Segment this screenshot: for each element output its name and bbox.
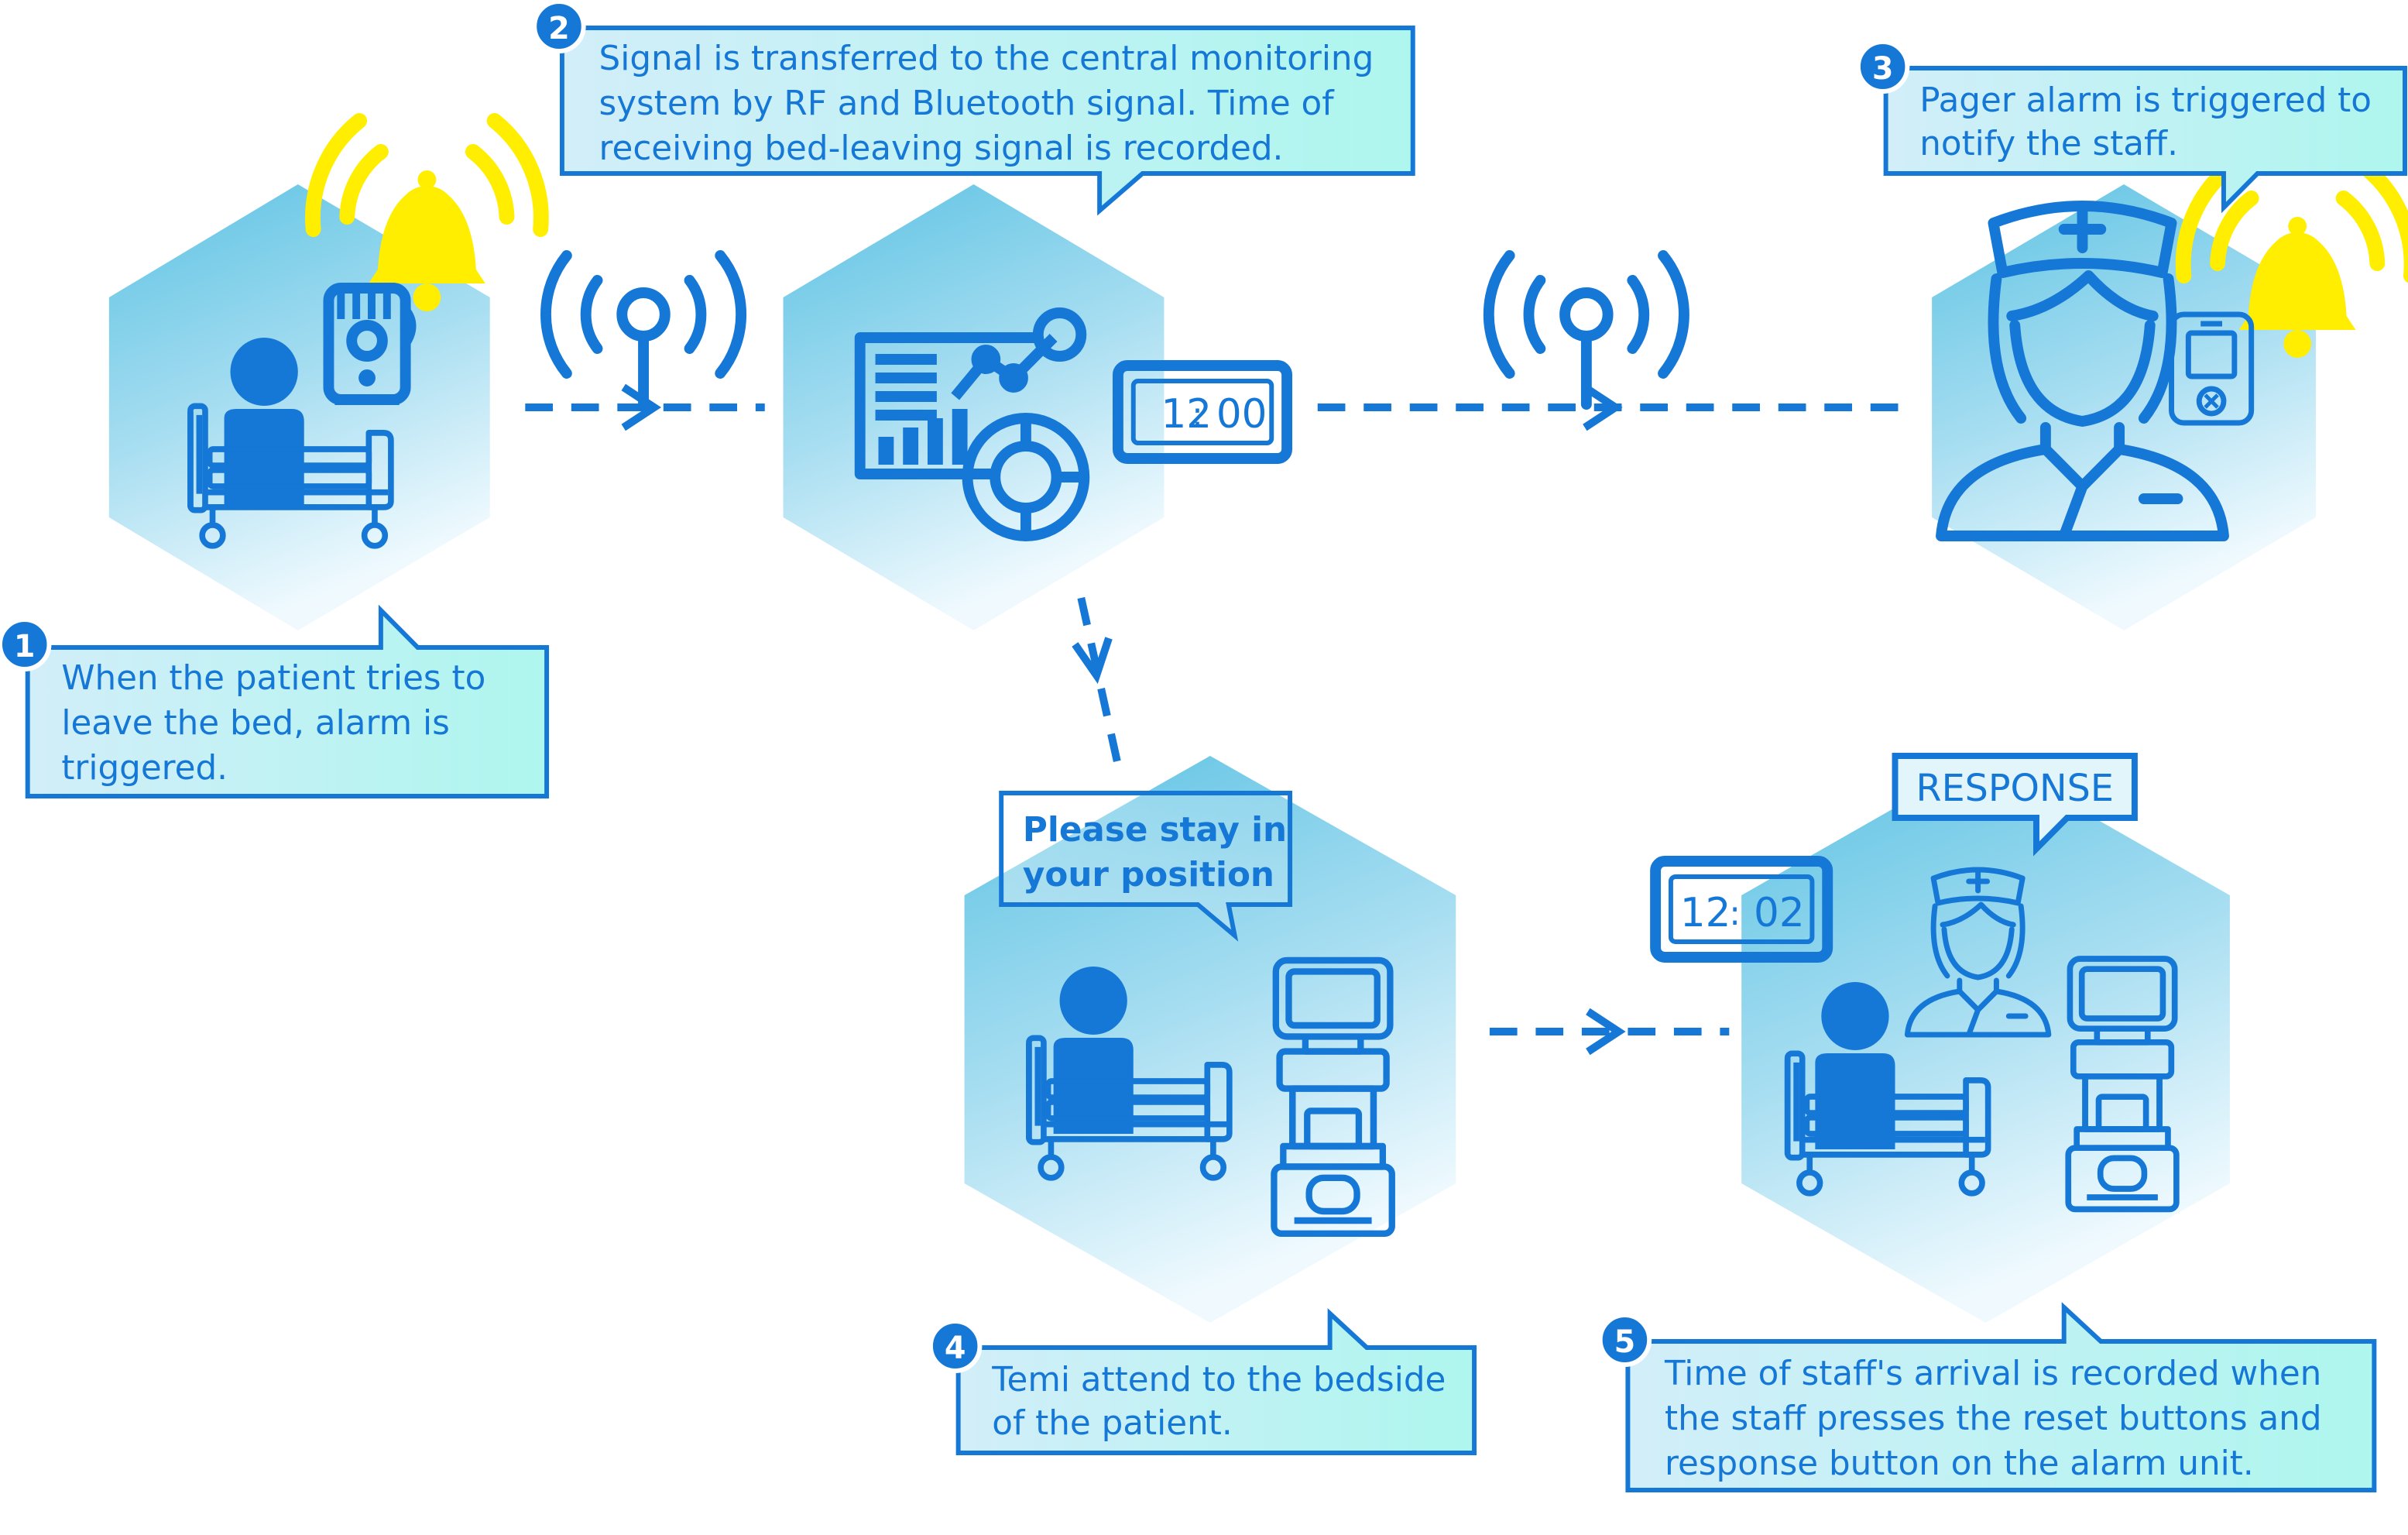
- svg-text:When the patient tries to: When the patient tries to leave the bed,…: [61, 658, 496, 788]
- step-1-text-line-2: leave the bed, alarm is: [61, 703, 449, 743]
- step-3-badge: [1855, 39, 1910, 94]
- response-bubble: RESPONSE: [1892, 753, 2138, 857]
- patient-icon: [1815, 982, 1895, 1149]
- hexagon-step-2: [783, 184, 1165, 630]
- hexagon-step-1: [108, 184, 490, 630]
- step-5-number: 5: [1614, 1324, 1636, 1360]
- clock-minutes: 00: [1216, 391, 1267, 438]
- svg-text:Signal is transferred to the c: Signal is transferred to the central mon…: [599, 39, 1385, 168]
- svg-text:Temi attend to the bedside: Temi attend to the bedside of the patien…: [991, 1360, 1456, 1443]
- step-2-number: 2: [548, 11, 570, 46]
- clock-minutes: 02: [1754, 890, 1805, 936]
- step-2-text-line-2: system by RF and Bluetooth signal. Time …: [599, 84, 1336, 123]
- step-2-text-line-3: receiving bed-leaving signal is recorded…: [599, 129, 1284, 168]
- antenna-icon: [546, 256, 741, 404]
- step-4-number: 4: [945, 1331, 966, 1366]
- step-3-text-line-2: notify the staff.: [1919, 124, 2178, 163]
- callout-step-2: Signal is transferred to the central mon…: [532, 0, 1415, 216]
- patient-icon: [224, 338, 304, 505]
- step-5-badge: [1597, 1313, 1652, 1367]
- step-2-text-line-1: Signal is transferred to the central mon…: [599, 39, 1374, 78]
- hexagon-step-5: [1741, 756, 2230, 1323]
- response-label: RESPONSE: [1916, 768, 2114, 810]
- step-5-text-line-1: Time of staff's arrival is recorded when: [1664, 1354, 2321, 1393]
- step-4-badge: [928, 1319, 983, 1373]
- robot-speech-bubble: Please stay in your position: [999, 791, 1298, 942]
- step-5-text-line-2: the staff presses the reset buttons and: [1665, 1399, 2322, 1438]
- clock-separator: :: [1192, 395, 1203, 434]
- step-1-text-line-1: When the patient tries to: [61, 658, 485, 698]
- antenna-icon: [1489, 256, 1684, 404]
- connector-4-to-5: [1489, 1008, 1730, 1056]
- clock-icon: 12 : 02: [1650, 856, 1833, 963]
- svg-text:Please stay in your posi: Please stay in your position: [1023, 810, 1298, 895]
- robot-speech-line-1: Please stay in: [1023, 810, 1287, 850]
- callout-step-3: Pager alarm is triggered to notify the s…: [1855, 39, 2407, 214]
- svg-text:Pager alarm is triggered t: Pager alarm is triggered to notify the s…: [1919, 81, 2382, 163]
- callout-step-1: When the patient tries to leave the bed,…: [0, 604, 550, 798]
- step-3-number: 3: [1872, 51, 1894, 87]
- step-1-badge: [0, 617, 52, 671]
- alarm-unit-icon: [323, 283, 417, 405]
- monitoring-dashboard-icon: [854, 307, 1090, 541]
- step-2-badge: [532, 0, 586, 53]
- clock-hours: 12: [1161, 391, 1212, 438]
- clock-separator: :: [1729, 894, 1741, 933]
- step-5-text-line-3: response button on the alarm unit.: [1665, 1444, 2254, 1483]
- connector-2-to-3: [1317, 383, 1905, 431]
- step-4-text-line-2: of the patient.: [992, 1403, 1232, 1443]
- connector-2-to-4: [1072, 596, 1122, 767]
- robot-speech-line-2: your position: [1023, 855, 1274, 895]
- callout-step-5: Time of staff's arrival is recorded when…: [1597, 1302, 2377, 1492]
- callout-step-4: Temi attend to the bedside of the patien…: [928, 1308, 1477, 1455]
- step-3-text-line-1: Pager alarm is triggered to: [1919, 81, 2372, 120]
- step-4-text-line-1: Temi attend to the bedside: [991, 1360, 1446, 1399]
- diagram-content: 12 : 00 Please stay in your position 12 …: [0, 0, 2408, 1492]
- patient-icon: [1053, 967, 1134, 1134]
- step-1-text-line-3: triggered.: [61, 748, 228, 788]
- svg-text:Time of staff's arrival is rec: Time of staff's arrival is recorded when…: [1664, 1354, 2332, 1483]
- clock-icon: 12 : 00: [1112, 360, 1293, 464]
- clock-hours: 12: [1680, 890, 1731, 936]
- step-1-number: 1: [14, 629, 36, 664]
